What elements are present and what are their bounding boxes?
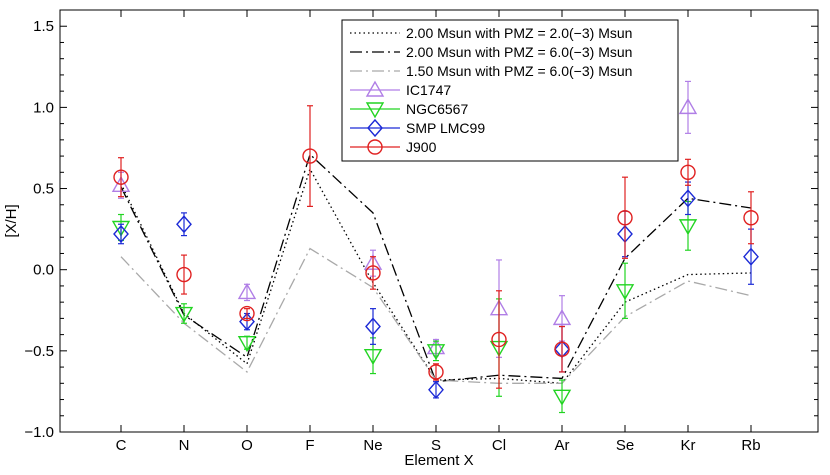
x-tick-label: C (116, 437, 127, 454)
data-point-ic1747-ar (552, 308, 572, 326)
x-axis-label: Element X (404, 452, 473, 469)
legend-label-model-3: 1.50 Msun with PMZ = 6.0(−3) Msun (406, 63, 632, 79)
data-point-j900-ne (365, 265, 381, 281)
x-tick-label: O (241, 437, 253, 454)
series-ngc6567 (111, 200, 698, 414)
x-tick-label: Cl (492, 437, 506, 454)
data-point-j900-cl (491, 331, 507, 348)
legend-label-j900: J900 (406, 139, 437, 155)
data-point-ngc6567-n (174, 306, 194, 323)
data-point-smp-lmc99-c (113, 224, 129, 244)
y-tick-label: 1.0 (33, 99, 54, 116)
y-tick-label: −1.0 (24, 424, 54, 441)
observed-points-layer (111, 80, 759, 414)
data-point-smp-lmc99-ne (365, 317, 381, 336)
x-tick-label: N (179, 437, 190, 454)
legend-label-model-2: 2.00 Msun with PMZ = 6.0(−3) Msun (406, 44, 632, 60)
data-point-j900-f (302, 148, 318, 164)
model-line-3 (120, 247, 752, 384)
x-tick-label: Se (616, 437, 634, 454)
legend-marker-j900 (367, 139, 383, 155)
y-tick-label: 0.0 (33, 262, 54, 279)
data-point-ngc6567-s (426, 344, 446, 361)
legend-label-ic1747: IC1747 (406, 82, 451, 98)
x-tick-label: Rb (741, 437, 760, 454)
legend-label-model-1: 2.00 Msun with PMZ = 2.0(−3) Msun (406, 25, 632, 41)
model-line-2 (120, 153, 752, 383)
series-j900 (113, 105, 759, 389)
data-point-smp-lmc99-kr (680, 189, 696, 208)
x-tick-label: F (305, 437, 314, 454)
y-axis-label: [X/H] (3, 204, 20, 237)
data-point-ngc6567-se (615, 284, 635, 301)
data-point-smp-lmc99-n (176, 215, 192, 234)
y-tick-label: 1.5 (33, 18, 54, 35)
x-tick-label: Kr (681, 437, 696, 454)
data-point-ngc6567-ar (552, 389, 572, 406)
data-point-j900-c (113, 169, 129, 185)
data-point-ngc6567-o (237, 336, 257, 353)
data-point-j900-o (239, 305, 255, 322)
data-point-ngc6567-kr (678, 219, 698, 236)
data-point-ic1747-kr (678, 97, 698, 115)
data-point-j900-kr (680, 164, 696, 181)
legend-marker-smp-lmc99 (367, 118, 383, 138)
legend-label-ngc6567: NGC6567 (406, 101, 468, 117)
x-tick-label: Ne (363, 437, 382, 454)
data-point-ngc6567-c (111, 220, 131, 237)
legend-marker-ngc6567 (365, 102, 385, 119)
data-point-j900-rb (743, 210, 759, 226)
axes-layer: C N O F Ne S Cl Ar Se Kr Rb −1.0 −0.5 0.0 0.5 1.0 1.5 (24, 9, 818, 454)
data-point-ic1747-o (237, 283, 257, 300)
legend-marker-ic1747 (365, 80, 385, 97)
data-point-j900-n (176, 266, 192, 283)
data-point-j900-se (617, 210, 633, 226)
legend: 2.00 Msun with PMZ = 2.0(−3) Msun 2.00 Ms… (341, 19, 679, 162)
data-point-j900-s (428, 364, 444, 380)
x-tick-label: Ar (555, 437, 570, 454)
data-point-smp-lmc99-s (428, 380, 444, 399)
data-point-j900-ar (554, 341, 570, 357)
y-tick-label: 0.5 (33, 181, 54, 198)
y-tick-label: −0.5 (24, 343, 54, 360)
data-point-smp-lmc99-rb (743, 247, 759, 266)
x-tick-label: S (431, 437, 441, 454)
data-point-ngc6567-ne (363, 349, 383, 366)
legend-label-smp-lmc99: SMP LMC99 (406, 120, 485, 136)
